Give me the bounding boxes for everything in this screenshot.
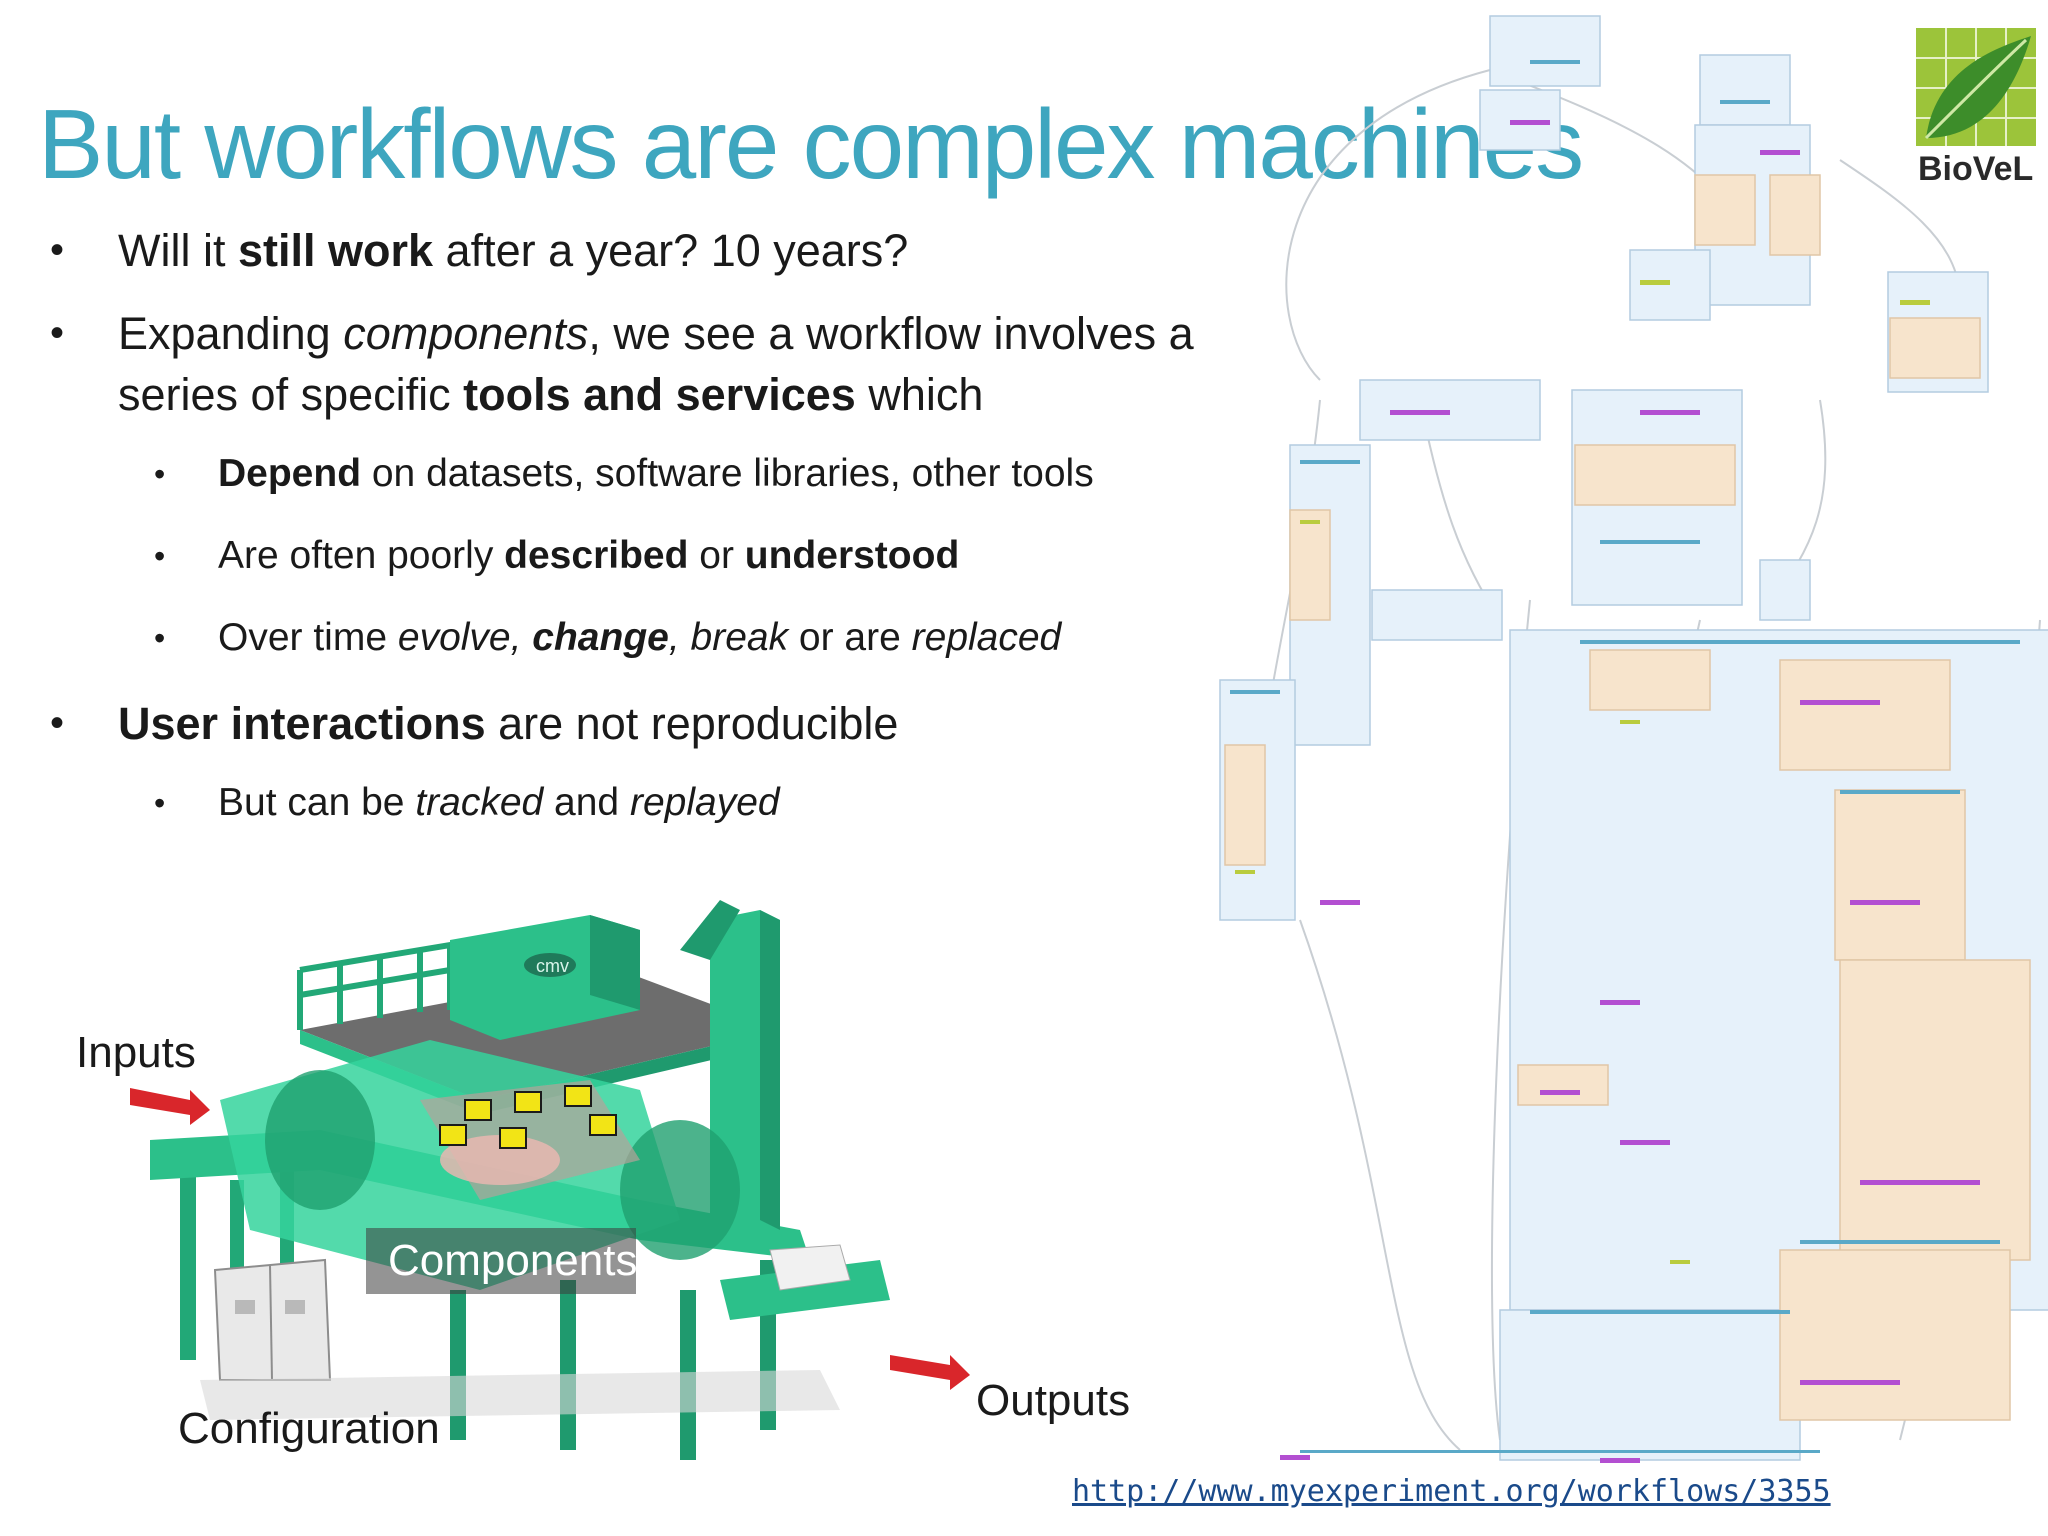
logo-text: BioVeL bbox=[1918, 150, 2033, 188]
text-italic: evolve, bbox=[397, 616, 522, 659]
text: are not reproducible bbox=[485, 698, 899, 749]
text-italic: replaced bbox=[911, 616, 1062, 659]
text-bold: Depend bbox=[218, 452, 362, 495]
text: Are often poorly bbox=[218, 534, 505, 577]
text: after a year? 10 years? bbox=[433, 225, 909, 276]
bullet-expanding-components: • Expanding components, we see a workflo… bbox=[50, 303, 1250, 425]
text: and bbox=[543, 781, 630, 824]
text-bold: understood bbox=[744, 534, 960, 577]
bullet-glyph: • bbox=[154, 620, 166, 656]
text: Will it bbox=[118, 225, 238, 276]
machine-brand: cmv bbox=[536, 956, 569, 976]
text bbox=[521, 616, 532, 659]
text: which bbox=[855, 369, 984, 420]
machine-frame: cmv bbox=[150, 900, 890, 1460]
bullet-user-interactions: • User interactions are not reproducible bbox=[50, 693, 1250, 754]
outputs-label: Outputs bbox=[976, 1376, 1131, 1425]
bullet-still-work: • Will it still work after a year? 10 ye… bbox=[50, 220, 1250, 281]
text-italic: , break bbox=[668, 616, 789, 659]
text-bold-italic: change bbox=[532, 616, 669, 659]
bullet-glyph: • bbox=[50, 228, 65, 272]
text-bold: User interactions bbox=[118, 698, 486, 749]
text: , we see a workflow involves a series of… bbox=[118, 308, 1194, 420]
input-arrow bbox=[130, 1088, 210, 1125]
workflow-link[interactable]: http://www.myexperiment.org/workflows/33… bbox=[1072, 1474, 1831, 1509]
text: Expanding bbox=[118, 308, 344, 359]
output-arrow bbox=[890, 1355, 970, 1390]
machine-illustration: cmv bbox=[130, 900, 970, 1460]
text-bold: tools and services bbox=[463, 369, 856, 420]
text-italic: tracked bbox=[415, 781, 544, 824]
bullet-glyph: • bbox=[154, 456, 166, 492]
diagram-nodes bbox=[1230, 60, 2020, 1463]
text: on datasets, software libraries, other t… bbox=[361, 452, 1094, 495]
text-bold: still work bbox=[237, 225, 434, 276]
components-label: Components bbox=[388, 1236, 638, 1285]
text-italic: components bbox=[343, 308, 589, 359]
configuration-label: Configuration bbox=[178, 1404, 440, 1453]
components-label-background bbox=[366, 1228, 636, 1294]
text: or are bbox=[788, 616, 912, 659]
text: But can be bbox=[218, 781, 416, 824]
text-italic: replayed bbox=[629, 781, 780, 824]
bullet-glyph: • bbox=[50, 701, 65, 745]
subbullet-evolve: • Over time evolve, change, break or are… bbox=[154, 611, 1250, 665]
diagram-subworkflows bbox=[1224, 174, 2031, 1421]
bullet-glyph: • bbox=[154, 785, 166, 821]
bullet-list: • Will it still work after a year? 10 ye… bbox=[50, 220, 1250, 858]
text-bold: described bbox=[504, 534, 689, 577]
text: or bbox=[688, 534, 745, 577]
inputs-label: Inputs bbox=[76, 1028, 196, 1077]
text: Over time bbox=[218, 616, 398, 659]
bullet-glyph: • bbox=[50, 311, 65, 355]
biovel-logo: BioVeL bbox=[1916, 28, 2036, 188]
workflow-diagram bbox=[1219, 15, 2048, 1463]
bullet-glyph: • bbox=[154, 538, 166, 574]
subbullet-depend: • Depend on datasets, software libraries… bbox=[154, 447, 1250, 501]
slide-title: But workflows are complex machines bbox=[38, 89, 1584, 199]
subbullet-tracked: • But can be tracked and replayed bbox=[154, 776, 1250, 830]
subbullet-described: • Are often poorly described or understo… bbox=[154, 529, 1250, 583]
